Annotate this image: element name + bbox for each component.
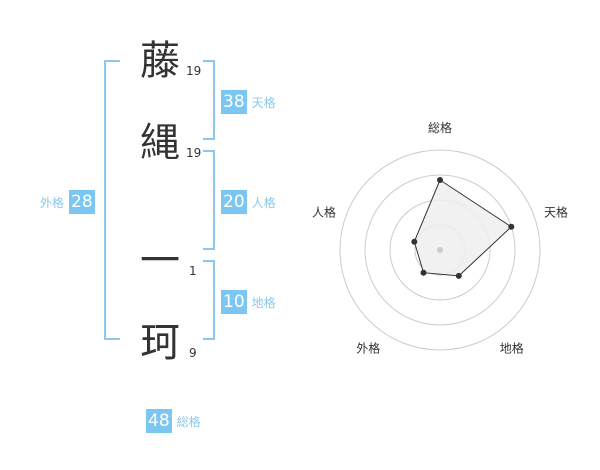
radar-ring-3 (364, 174, 516, 326)
jinkaku-label: 人格 (251, 195, 276, 210)
jinkaku-bracket (203, 150, 215, 250)
radar-axis-label-2: 天格 (544, 204, 568, 219)
radar-point-2 (508, 223, 515, 230)
stroke-count-2: 19 (186, 146, 202, 160)
stroke-count-4: 9 (189, 346, 197, 360)
radar-point-3 (455, 272, 462, 279)
stroke-count-3: 1 (189, 264, 197, 278)
gaikaku-value: 28 (69, 190, 95, 214)
radar-point-4 (420, 269, 427, 276)
chikaku-value: 10 (221, 290, 247, 314)
radar-axis-label-3: 地格 (500, 341, 524, 356)
radar-point-1 (437, 177, 443, 183)
stroke-count-1: 19 (186, 64, 202, 78)
soukaku-label: 総格 (176, 414, 201, 429)
chikaku-group: 10 地格 (221, 290, 276, 314)
gaikaku-label: 外格 (40, 195, 65, 210)
soukaku-group: 48 総格 (146, 409, 201, 433)
tenkaku-group: 38 天格 (221, 90, 276, 114)
soukaku-value: 48 (146, 409, 172, 433)
chikaku-label: 地格 (251, 295, 276, 310)
gaikaku-bracket (104, 60, 120, 340)
tenkaku-value: 38 (221, 90, 247, 114)
jinkaku-value: 20 (221, 190, 247, 214)
radar-ring-4 (339, 149, 541, 351)
radar-axis-label-5: 人格 (312, 204, 336, 219)
name-char-2: 縄 (140, 120, 180, 166)
radar-polygon (413, 179, 513, 277)
radar-axis-label-4: 外格 (356, 341, 380, 356)
radar-point-5 (411, 238, 418, 245)
tenkaku-bracket (203, 60, 215, 140)
name-char-1: 藤 (140, 38, 180, 84)
name-char-4: 珂 (140, 320, 180, 366)
radar-axis-label-1: 総格 (428, 120, 452, 135)
name-char-3: 一 (140, 238, 180, 284)
tenkaku-label: 天格 (251, 95, 276, 110)
gaikaku-group: 外格 28 (40, 190, 95, 214)
jinkaku-group: 20 人格 (221, 190, 276, 214)
chikaku-bracket (203, 260, 215, 340)
radar-center-dot (437, 247, 443, 253)
